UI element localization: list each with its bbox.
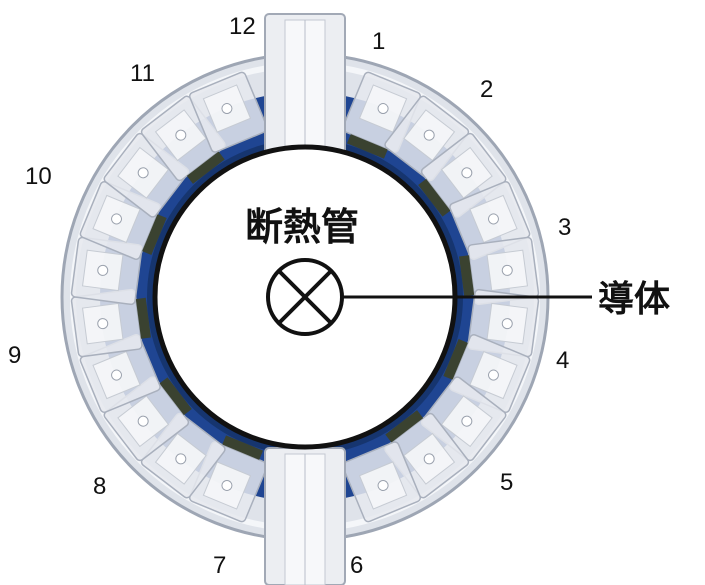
top-clamp	[264, 13, 346, 165]
sensor-module	[188, 71, 268, 153]
sensor-module	[70, 288, 151, 358]
position-number-8: 8	[93, 473, 106, 500]
sensor-module	[342, 441, 422, 523]
position-numbers: 12 1 2 3 4 5 6 7 8 9 10 11	[8, 13, 571, 579]
position-number-6: 6	[350, 552, 363, 579]
position-number-5: 5	[500, 469, 513, 496]
position-number-10: 10	[25, 163, 52, 190]
position-number-7: 7	[213, 552, 226, 579]
position-number-1: 1	[372, 28, 385, 55]
sensor-module	[103, 376, 192, 462]
position-number-3: 3	[558, 214, 571, 241]
position-number-12: 12	[229, 13, 256, 40]
insulation-pipe-label: 断熱管	[245, 205, 359, 249]
sensor-modules	[70, 71, 540, 523]
position-number-4: 4	[556, 347, 569, 374]
conductor-label: 導体	[598, 279, 670, 320]
sensor-module	[443, 334, 531, 414]
position-number-2: 2	[480, 76, 493, 103]
position-number-11: 11	[130, 60, 155, 87]
position-number-9: 9	[8, 342, 21, 369]
bottom-clamp	[264, 447, 346, 585]
conductor-symbol	[266, 258, 344, 336]
sensor-module	[459, 236, 540, 306]
